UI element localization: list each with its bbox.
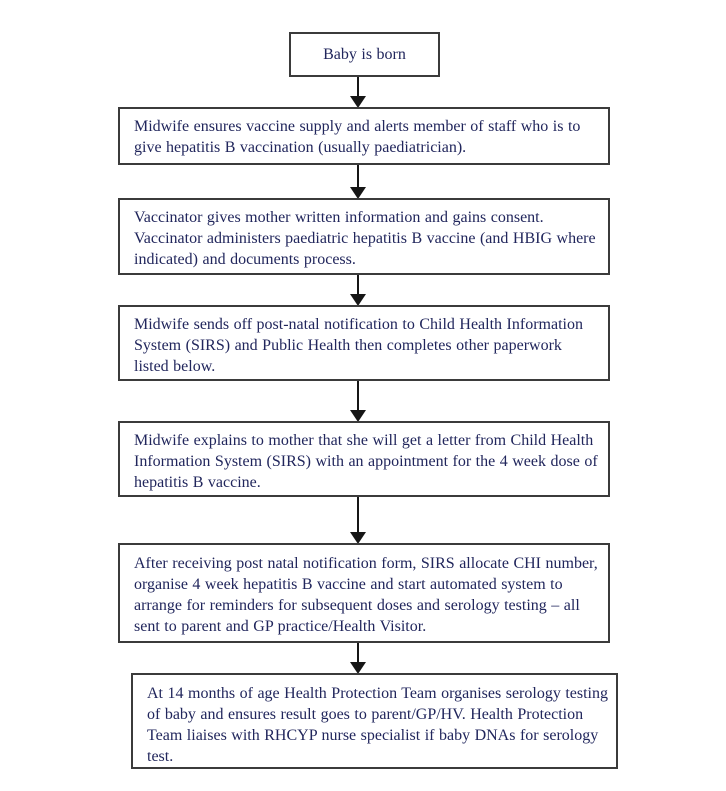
down-arrow-icon [350, 497, 366, 544]
arrow-shaft [357, 275, 359, 297]
flow-node-baby-is-born: Baby is born [289, 32, 440, 77]
arrow-shaft [357, 77, 359, 99]
arrowhead-icon [350, 662, 366, 674]
down-arrow-icon [350, 165, 366, 199]
down-arrow-icon [350, 77, 366, 108]
flow-node-health-protection-serology: At 14 months of age Health Protection Te… [131, 673, 618, 769]
flow-node-midwife-postnatal-notification: Midwife sends off post-natal notificatio… [118, 305, 610, 381]
down-arrow-icon [350, 643, 366, 674]
arrow-shaft [357, 165, 359, 190]
flow-node-sirs-allocate-chi: After receiving post natal notification … [118, 543, 610, 643]
arrow-shaft [357, 381, 359, 413]
flow-node-midwife-explains-letter: Midwife explains to mother that she will… [118, 421, 610, 497]
flow-node-vaccinator-consent-administers: Vaccinator gives mother written informat… [118, 198, 610, 275]
arrow-shaft [357, 643, 359, 665]
flow-node-midwife-vaccine-supply: Midwife ensures vaccine supply and alert… [118, 107, 610, 165]
down-arrow-icon [350, 381, 366, 422]
arrowhead-icon [350, 294, 366, 306]
down-arrow-icon [350, 275, 366, 306]
arrowhead-icon [350, 532, 366, 544]
arrowhead-icon [350, 410, 366, 422]
arrow-shaft [357, 497, 359, 535]
arrowhead-icon [350, 96, 366, 108]
arrowhead-icon [350, 187, 366, 199]
